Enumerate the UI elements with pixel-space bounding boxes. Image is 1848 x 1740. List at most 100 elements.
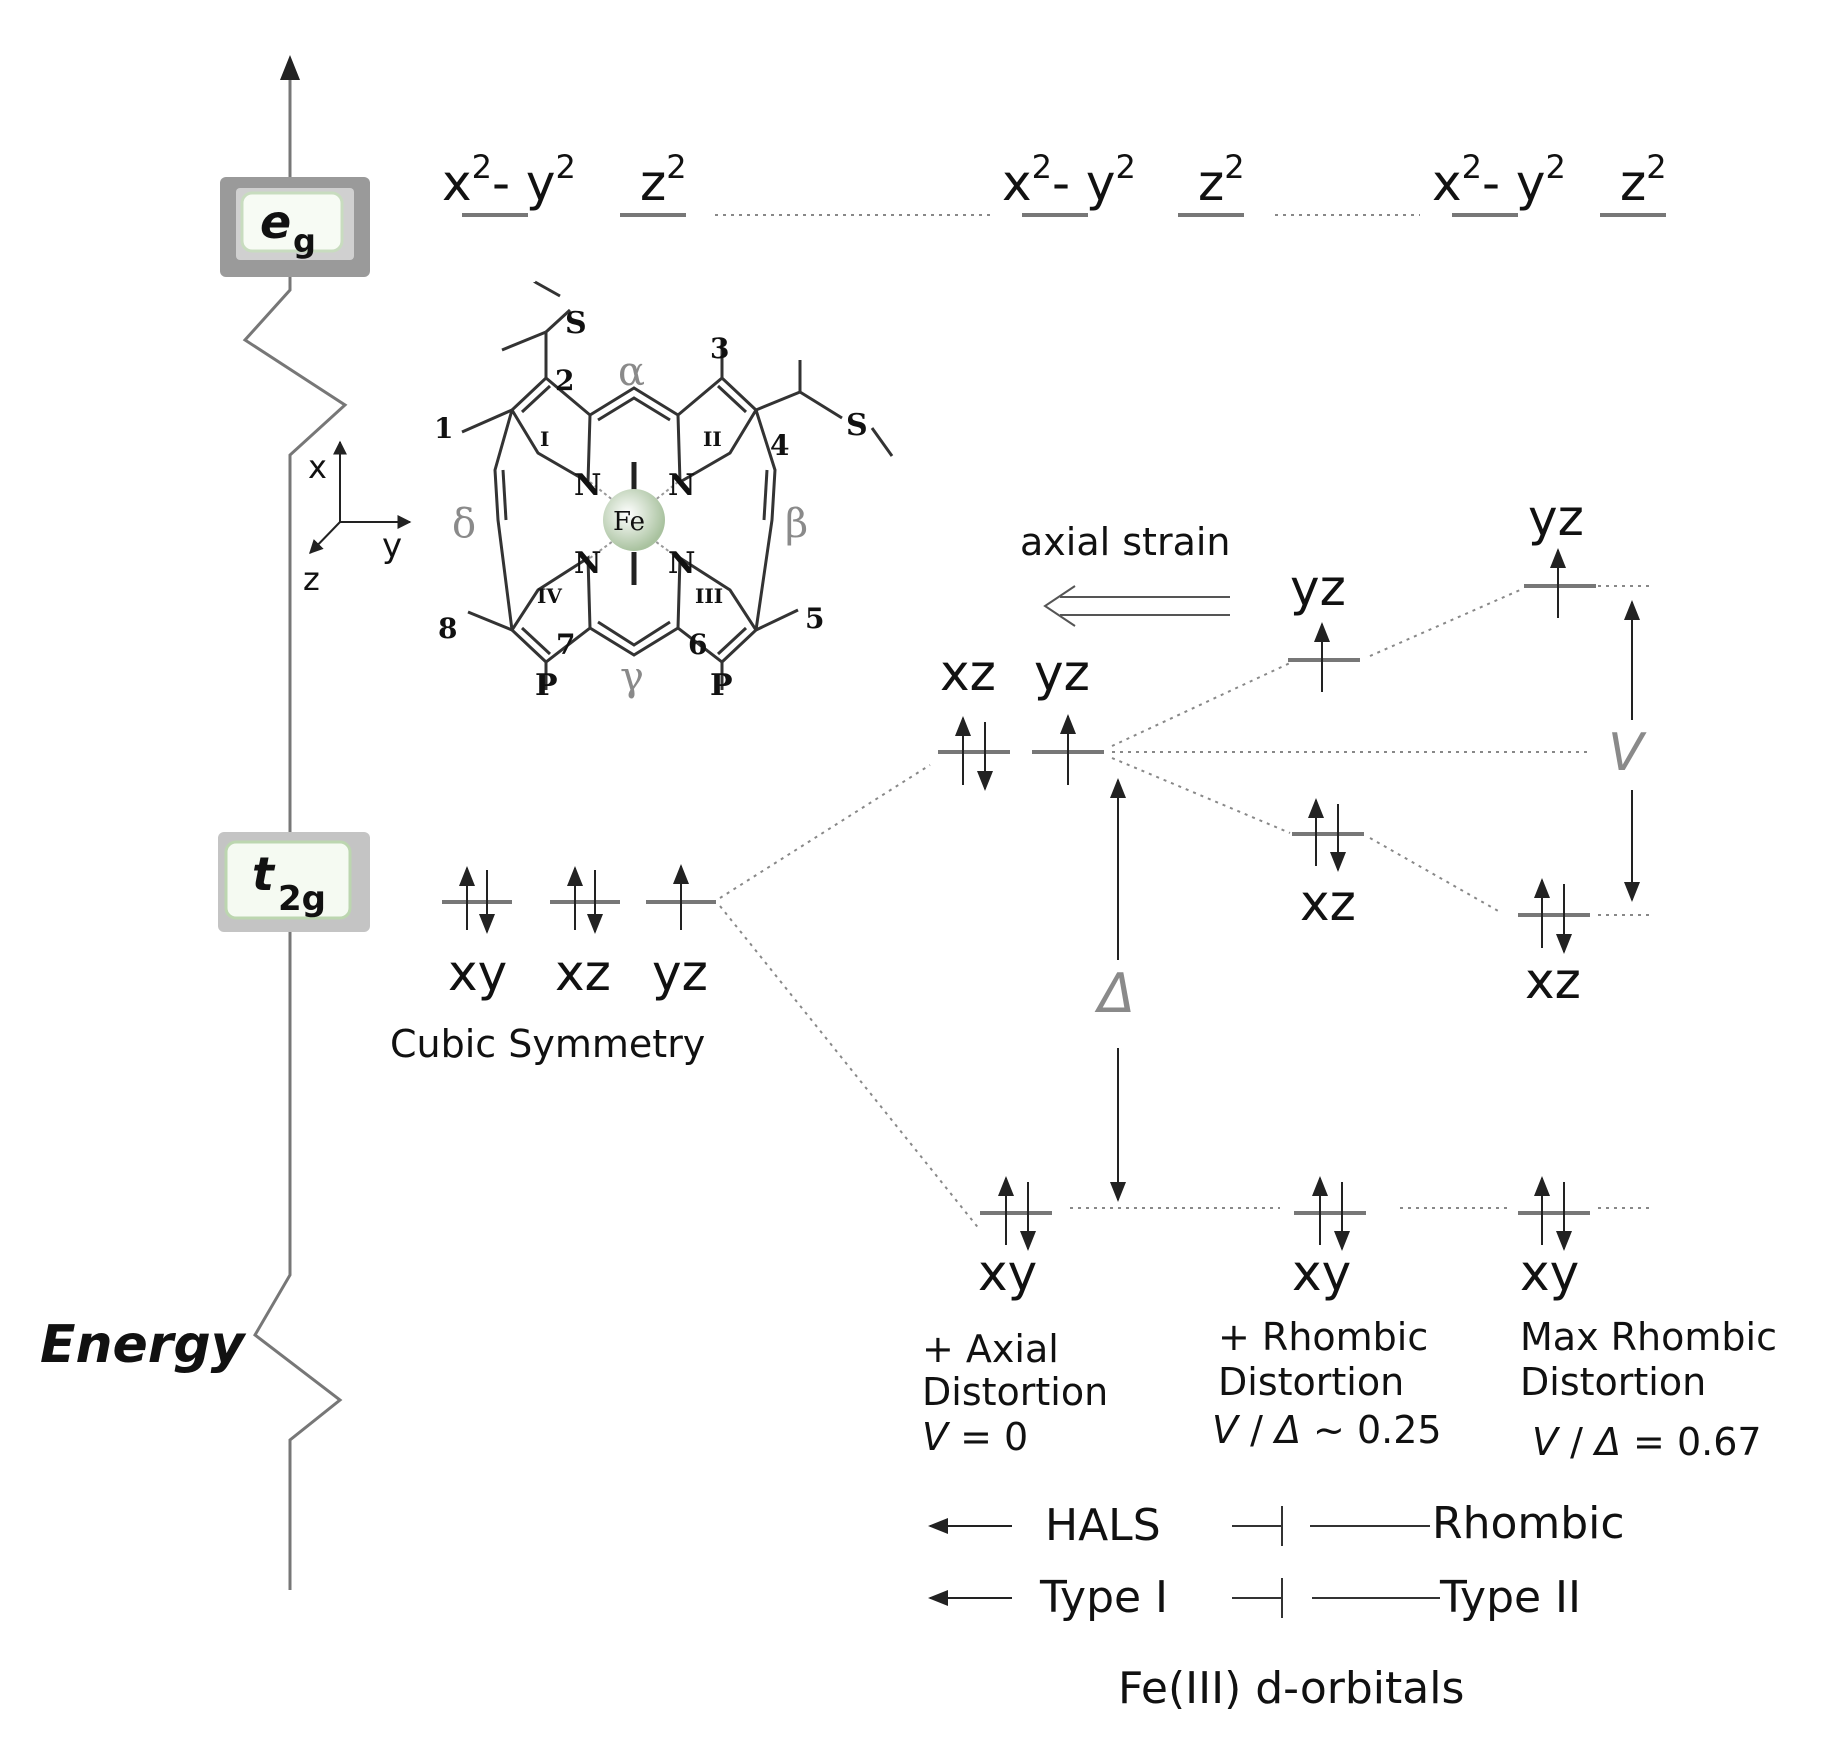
max-rhombic-yz-label: yz <box>1528 489 1584 547</box>
energy-axis-arrowhead <box>280 55 300 80</box>
v-label: V <box>1608 723 1647 783</box>
axial-caption-line1: + Axial <box>922 1327 1059 1371</box>
eg-x2y2-label: x2- y2 <box>1432 148 1566 212</box>
rhombic-caption-line2: Distortion <box>1218 1360 1404 1404</box>
cubic-xz-label: xz <box>555 944 611 1002</box>
ring-numeral: III <box>695 584 723 608</box>
max-rhombic-caption-line1: Max Rhombic <box>1520 1315 1777 1359</box>
correlation-line <box>1111 662 1291 747</box>
eg-box-label: e <box>260 195 291 249</box>
coordinate-axes: x y z <box>303 440 412 598</box>
axial-parameter: V = 0 <box>922 1415 1028 1459</box>
type-i-label: Type I <box>1039 1572 1168 1623</box>
eg-x2y2-label: x2- y2 <box>1002 148 1136 212</box>
eg-z2-label: z2 <box>640 148 687 212</box>
meso-alpha-label: α <box>618 349 645 395</box>
correlation-line <box>719 764 931 899</box>
eg-z2-label: z2 <box>1620 148 1667 212</box>
iron-atom <box>603 489 665 551</box>
diagram-title: Fe(III) d-orbitals <box>1118 1663 1464 1714</box>
meso-beta-label: β <box>785 501 808 547</box>
eg-z2-label: z2 <box>1198 148 1245 212</box>
eg-level-set-1: x2- y2 z2 <box>442 148 687 217</box>
meso-bridge-beta <box>754 409 777 631</box>
delta-label: Δ <box>1094 962 1135 1025</box>
heme-porphyrin-structure: Fe N N N N S S P P 1 2 3 4 5 6 7 8 I II … <box>434 280 894 703</box>
position-label: 7 <box>556 628 575 661</box>
classification-hals-rhombic: HALS Rhombic <box>928 1498 1625 1551</box>
nitrogen-label: N <box>574 546 601 581</box>
ring-numeral: I <box>540 427 549 451</box>
rhombic-xz-label: xz <box>1300 874 1356 932</box>
pyrrole-ring-II <box>676 375 758 485</box>
propionate-label: P <box>535 668 558 703</box>
hals-label: HALS <box>1045 1500 1161 1551</box>
max-rhombic-caption-line2: Distortion <box>1520 1360 1706 1404</box>
ring-numeral: II <box>703 427 722 451</box>
axial-xy-label: xy <box>978 1244 1037 1302</box>
position-label: 3 <box>710 332 729 365</box>
position-label: 6 <box>688 628 707 661</box>
max-rhombic-parameter: V / Δ = 0.67 <box>1532 1420 1762 1464</box>
cubic-yz-label: yz <box>652 944 708 1002</box>
delta-splitting-arrow: Δ <box>1094 778 1135 1202</box>
energy-axis-label: Energy <box>40 1315 247 1375</box>
correlation-line <box>1369 837 1501 913</box>
t2g-box-subscript: 2g <box>278 879 326 919</box>
position-label: 5 <box>805 602 824 635</box>
pyrrole-ring-I <box>510 375 592 485</box>
correlation-line <box>1111 757 1291 834</box>
eg-x2y2-label: x2- y2 <box>442 148 576 212</box>
energy-axis <box>242 55 348 1590</box>
max-rhombic-xy-label: xy <box>1520 1244 1579 1302</box>
axis-z-label: z <box>303 560 320 598</box>
meso-gamma-label: γ <box>620 654 644 700</box>
rhombic-caption-line1: + Rhombic <box>1218 1315 1428 1359</box>
axial-caption: + Axial Distortion V = 0 <box>922 1327 1108 1459</box>
propionate-label: P <box>710 668 733 703</box>
classification-type-i-ii: Type I Type II <box>928 1572 1581 1623</box>
t2g-box-label: t <box>252 847 276 901</box>
cubic-symmetry-levels: xy xz yz Cubic Symmetry <box>390 864 716 1066</box>
sulfur-label: S <box>565 306 587 341</box>
max-rhombic-caption: Max Rhombic Distortion V / Δ = 0.67 <box>1520 1315 1777 1464</box>
rhombic-label: Rhombic <box>1432 1498 1625 1549</box>
position-label: 2 <box>555 364 574 397</box>
axis-y-label: y <box>382 526 402 566</box>
nitrogen-label: N <box>668 468 695 503</box>
eg-box: e g <box>220 177 370 277</box>
position-label: 4 <box>770 429 789 462</box>
max-rhombic-distortion-levels: yz xz xy <box>1518 489 1650 1302</box>
meso-bridge-gamma <box>589 626 679 657</box>
eg-level-set-3: x2- y2 z2 <box>1432 148 1667 217</box>
eg-box-subscript: g <box>293 222 316 260</box>
rhombic-parameter: V / Δ ~ 0.25 <box>1212 1408 1442 1452</box>
meso-bridge-delta <box>493 409 514 631</box>
position-label: 1 <box>434 412 453 445</box>
t2g-box: t 2g <box>218 832 370 932</box>
rhombic-distortion-levels: yz xz xy <box>1288 559 1366 1302</box>
axial-strain-label: axial strain <box>1020 520 1231 564</box>
cubic-xy-label: xy <box>448 944 507 1002</box>
v-splitting-arrow: V <box>1608 600 1647 902</box>
cubic-symmetry-caption: Cubic Symmetry <box>390 1022 705 1066</box>
iron-label: Fe <box>613 507 645 537</box>
nitrogen-label: N <box>668 546 695 581</box>
nitrogen-label: N <box>574 468 601 503</box>
axis-x-label: x <box>308 448 327 486</box>
correlation-line <box>719 905 981 1231</box>
rhombic-yz-label: yz <box>1290 559 1346 617</box>
position-label: 8 <box>438 612 457 645</box>
pyrrole-ring-III <box>676 555 758 664</box>
rhombic-xy-label: xy <box>1292 1244 1351 1302</box>
meso-delta-label: δ <box>452 501 476 547</box>
eg-level-set-2: x2- y2 z2 <box>1002 148 1245 217</box>
pyrrole-ring-IV <box>510 555 592 664</box>
axial-strain-indicator: axial strain <box>1020 520 1231 627</box>
axial-yz-label: yz <box>1034 644 1090 702</box>
rhombic-caption: + Rhombic Distortion V / Δ ~ 0.25 <box>1212 1315 1442 1452</box>
ring-numeral: IV <box>537 584 562 608</box>
max-rhombic-xz-label: xz <box>1525 952 1581 1010</box>
